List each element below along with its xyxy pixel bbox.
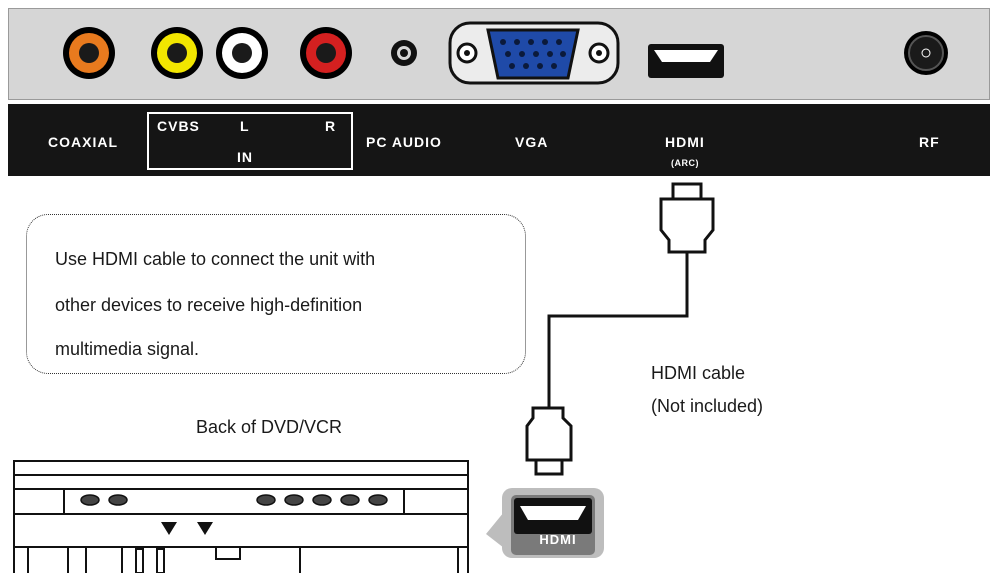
- hdmi-label: HDMI: [665, 134, 705, 150]
- vga-label: VGA: [515, 134, 549, 150]
- instruction-callout: Use HDMI cable to connect the unit with …: [26, 214, 526, 374]
- rf-jack-icon: [904, 31, 948, 75]
- hdmi-port-zoom-icon: [502, 488, 604, 558]
- left-audio-label: L: [240, 118, 250, 134]
- input-group-label: IN: [237, 149, 253, 165]
- cable-note: (Not included): [651, 396, 764, 416]
- vga-port-icon: [448, 21, 620, 85]
- audio-right-jack-icon: [300, 27, 352, 79]
- callout-line-3: multimedia signal.: [55, 339, 200, 359]
- cable-label: HDMI cable: [651, 363, 746, 383]
- coaxial-label: COAXIAL: [48, 134, 118, 150]
- cvbs-label: CVBS: [157, 118, 200, 134]
- pc-audio-label: PC AUDIO: [366, 134, 442, 150]
- pc-audio-jack-icon: [391, 40, 417, 66]
- hdmi-plug-top-icon: [659, 182, 715, 254]
- device-title: Back of DVD/VCR: [196, 417, 343, 437]
- right-audio-label: R: [325, 118, 337, 134]
- cvbs-jack-icon: [151, 27, 203, 79]
- coaxial-jack-icon: [63, 27, 115, 79]
- rf-label: RF: [919, 134, 940, 150]
- hdmi-port-zoom-label: HDMI: [539, 532, 577, 547]
- hdmi-plug-bottom-icon: [525, 406, 573, 476]
- arc-label: (ARC): [671, 158, 699, 168]
- connector-label-bar: COAXIAL CVBS L R IN PC AUDIO VGA HDMI (A…: [8, 104, 990, 176]
- dvd-jack-ovals: [80, 494, 388, 506]
- dvd-arrow-icons: [161, 522, 213, 535]
- callout-line-2: other devices to receive high-definition: [55, 295, 363, 315]
- input-group-box: [147, 112, 353, 170]
- hdmi-cable-line: [547, 252, 689, 408]
- hdmi-port-icon: [648, 44, 724, 78]
- audio-left-jack-icon: [216, 27, 268, 79]
- callout-line-1: Use HDMI cable to connect the unit with: [55, 249, 376, 269]
- zoom-pointer: [486, 512, 504, 548]
- connector-icons: [63, 21, 948, 85]
